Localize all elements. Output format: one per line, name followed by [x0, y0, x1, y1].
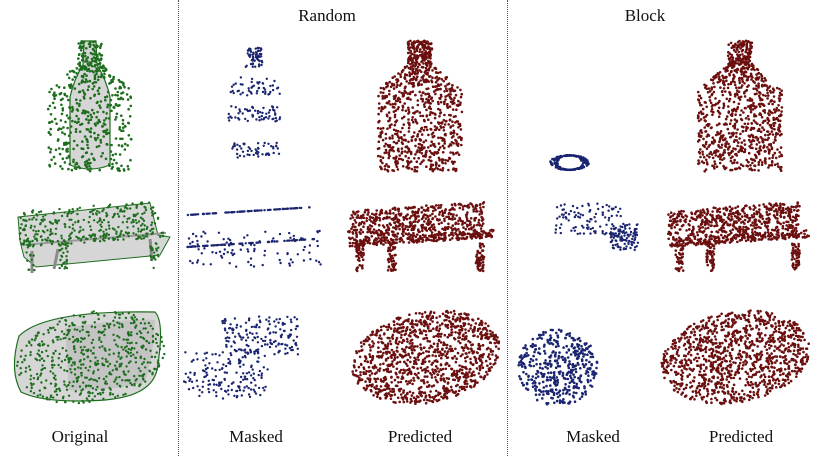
original-bottle	[40, 35, 140, 180]
block-masked-sofa	[515, 325, 610, 410]
random-predicted-bottle	[370, 35, 470, 180]
group-title-block: Block	[625, 6, 666, 26]
column-label-block-predicted: Predicted	[709, 427, 773, 447]
block-predicted-sofa-render	[650, 300, 815, 410]
random-masked-sofa-render	[175, 300, 330, 410]
random-masked-bench	[180, 195, 330, 275]
random-predicted-bench-render	[340, 195, 500, 275]
block-predicted-bottle-render	[690, 35, 790, 180]
random-predicted-bench	[340, 195, 500, 275]
original-sofa-render	[5, 300, 170, 410]
random-masked-bottle	[220, 35, 290, 180]
group-title-random: Random	[298, 6, 356, 26]
original-bottle-render	[40, 35, 140, 180]
column-label-original: Original	[52, 427, 109, 447]
original-bench	[10, 195, 175, 275]
block-predicted-bottle	[690, 35, 790, 180]
block-predicted-sofa	[650, 300, 815, 410]
original-bench-render	[10, 195, 175, 275]
block-predicted-bench-render	[660, 195, 815, 275]
random-predicted-sofa-render	[340, 300, 505, 410]
random-masked-sofa	[175, 300, 330, 410]
column-divider-right	[507, 0, 508, 456]
column-label-random-masked: Masked	[229, 427, 283, 447]
random-predicted-sofa	[340, 300, 505, 410]
column-label-random-predicted: Predicted	[388, 427, 452, 447]
block-masked-bottle-render	[545, 35, 615, 180]
original-sofa	[5, 300, 170, 410]
block-masked-sofa-render	[515, 325, 610, 410]
block-masked-bottle	[545, 35, 615, 180]
random-predicted-bottle-render	[370, 35, 470, 180]
random-masked-bench-render	[180, 195, 330, 275]
block-masked-bench-render	[550, 195, 660, 275]
column-label-block-masked: Masked	[566, 427, 620, 447]
block-masked-bench	[550, 195, 660, 275]
block-predicted-bench	[660, 195, 815, 275]
random-masked-bottle-render	[220, 35, 290, 180]
